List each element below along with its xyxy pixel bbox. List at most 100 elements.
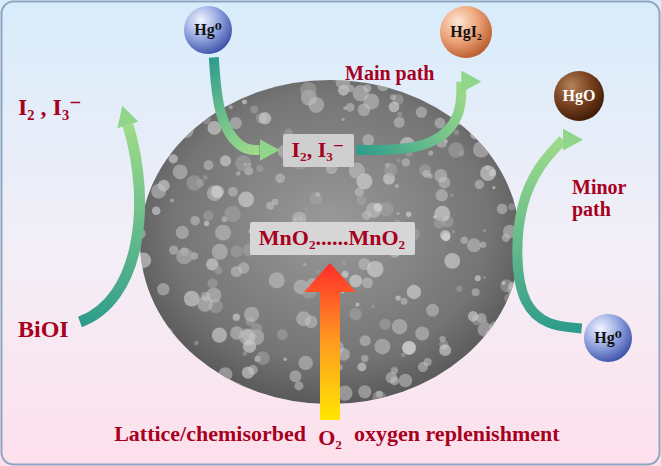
sem-particle (402, 341, 416, 355)
sem-particle (229, 105, 233, 109)
sem-particle (194, 341, 198, 345)
sem-particle (349, 308, 361, 320)
sem-particle (448, 142, 464, 158)
sem-particle (203, 210, 213, 220)
sem-particle (152, 206, 161, 215)
sem-particle (460, 236, 468, 244)
sem-particle (483, 276, 486, 279)
sem-particle (415, 327, 429, 341)
sem-particle (305, 315, 318, 328)
sem-particle (204, 221, 209, 226)
sem-particle (215, 225, 231, 241)
sem-particle (439, 344, 451, 356)
sem-particle (178, 107, 184, 113)
sem-particle (357, 362, 366, 371)
sem-particle (480, 165, 496, 181)
reactant-label: BiOI (18, 316, 69, 342)
sem-particle (508, 385, 524, 401)
sem-particle (269, 272, 285, 288)
sem-particle (505, 330, 518, 343)
sem-particle (493, 144, 505, 156)
sem-particle (219, 233, 225, 239)
product-sphere: HgI₂ (439, 5, 493, 59)
sem-particle (347, 85, 354, 92)
sem-particle (492, 186, 495, 189)
sem-particle (444, 253, 460, 269)
sem-particle (498, 114, 510, 126)
sem-particle (477, 101, 487, 111)
sem-particle (154, 333, 159, 338)
sem-particle (440, 230, 451, 241)
sem-particle (218, 367, 232, 381)
sem-particle (298, 356, 312, 370)
sem-particle (238, 191, 254, 207)
sem-particle (151, 375, 155, 379)
sphere (440, 6, 492, 58)
species-box: I₂, I₃⁻ (283, 134, 354, 167)
sphere (554, 71, 604, 121)
mercury-sphere: Hg⁰ (583, 313, 633, 363)
sem-particle (406, 394, 420, 408)
sem-particle (506, 86, 515, 95)
sem-particle (456, 286, 462, 292)
sem-particle (204, 86, 208, 90)
sem-particle (475, 180, 484, 189)
reaction-arrow (357, 82, 462, 150)
sem-particle (190, 216, 200, 226)
sem-particle (174, 120, 179, 125)
sem-particle (342, 271, 349, 278)
sem-particle (203, 175, 208, 180)
sem-particle (187, 296, 190, 299)
process-label: Lattice/chemisorbed (114, 422, 306, 446)
sem-particle (363, 94, 379, 110)
sem-particle (392, 319, 407, 334)
node-text: MnO₂......MnO₂ (259, 226, 405, 250)
sem-particle (214, 381, 225, 392)
sem-particle (231, 245, 243, 257)
sem-particle (416, 107, 427, 118)
sem-particle (220, 155, 231, 166)
sem-particle (172, 391, 186, 405)
species-label: I₂ , I₃⁻ (18, 94, 82, 120)
sem-particle (225, 206, 241, 222)
sem-particle (176, 249, 192, 265)
sem-particle (157, 283, 169, 295)
sem-particle (265, 77, 277, 89)
sem-particle (502, 233, 510, 241)
sem-particle (277, 329, 288, 340)
species-label: O₂ (318, 426, 342, 450)
sem-particle (202, 367, 209, 374)
sem-particle (396, 212, 399, 215)
sem-particle (300, 82, 316, 98)
sem-particle (243, 352, 248, 357)
sem-particle (138, 87, 154, 103)
node-text: HgO (563, 87, 596, 105)
product-sphere: HgO (553, 70, 605, 122)
sem-particle (145, 349, 154, 358)
species-box: MnO₂......MnO₂ (250, 222, 415, 255)
sem-particle (343, 106, 347, 110)
sem-particle (212, 244, 228, 260)
sem-particle (166, 362, 172, 368)
sem-particle (177, 121, 194, 138)
reaction-arrow (517, 140, 581, 329)
sem-particle (349, 275, 362, 288)
sem-particle (442, 233, 451, 242)
sem-particle (362, 277, 373, 288)
sem-particle (184, 291, 200, 307)
sem-particle (235, 155, 251, 171)
sem-particle (491, 106, 502, 117)
sem-particle (497, 204, 508, 215)
sem-particle (202, 89, 211, 98)
sem-particle (214, 266, 222, 274)
sem-particle (363, 84, 371, 92)
sem-particle (402, 158, 410, 166)
sem-particle (480, 242, 486, 248)
sem-particle (361, 355, 368, 362)
sem-particle (166, 115, 175, 124)
sem-particle (294, 381, 303, 390)
sem-particle (478, 322, 493, 337)
sem-particle (489, 321, 503, 335)
sem-particle (454, 130, 460, 136)
